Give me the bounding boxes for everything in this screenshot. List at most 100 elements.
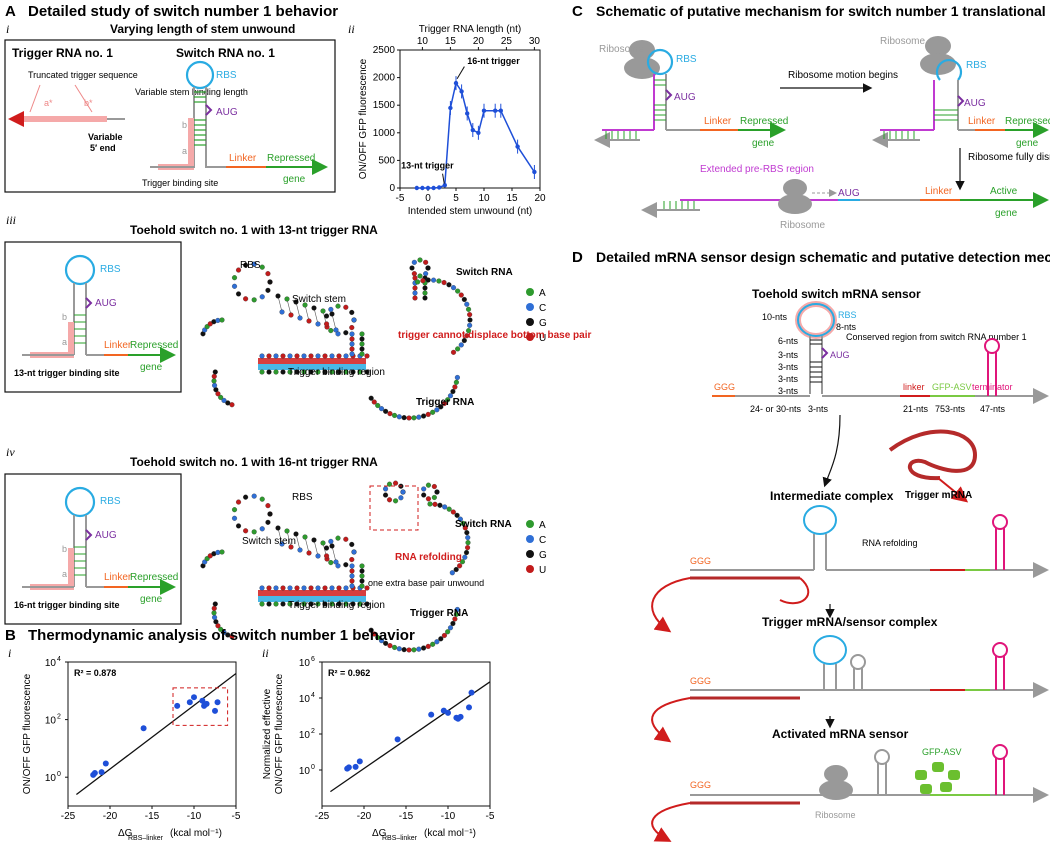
d-3nts-4: 3-nts (778, 386, 799, 396)
y-tick-label: 10 (45, 658, 57, 669)
annotation-16nt-arrow (456, 66, 465, 79)
legend-swatch (526, 333, 534, 341)
a-iii-b: b (62, 312, 67, 322)
nucleotide (287, 601, 293, 607)
data-point (453, 80, 459, 86)
nucleotide (211, 373, 217, 379)
d-arrow-1 (822, 414, 841, 488)
nucleotide (259, 526, 265, 532)
nucleotide (359, 341, 365, 347)
a-iv-linker: Linker (104, 572, 132, 583)
nucleotide (349, 351, 355, 357)
x-tick-label: -20 (103, 811, 118, 822)
nucleotide (212, 601, 218, 607)
base-pair (295, 533, 301, 551)
a-iii-switch-rna: Switch RNA (456, 267, 513, 278)
base-pair (277, 295, 283, 313)
a-iv-switch-schematic (22, 486, 176, 595)
nucleotide (422, 295, 428, 301)
x-tick-label: -15 (145, 811, 160, 822)
d-trigger-mrna: Trigger mRNA (905, 490, 972, 501)
nucleotide (212, 614, 218, 620)
series-line (416, 81, 536, 189)
data-point (214, 699, 221, 706)
fit-line (330, 681, 491, 793)
a-iv-aug: AUG (95, 530, 117, 541)
data-point (425, 185, 431, 191)
nucleotide (288, 312, 294, 318)
nucleotide (386, 481, 393, 487)
b-i-label: i (8, 646, 11, 660)
aug-bulge (205, 104, 213, 116)
a-i-label: i (6, 22, 9, 36)
c-aug-right: AUG (964, 98, 986, 109)
nucleotide (315, 585, 321, 591)
nucleotide (359, 568, 365, 574)
nucleotide (437, 502, 443, 508)
base-pair (277, 527, 283, 545)
d-sensor-title: Toehold switch mRNA sensor (752, 287, 921, 301)
nucleotide (211, 610, 217, 616)
data-point (91, 769, 98, 776)
nucleotide (315, 369, 321, 375)
nucleotide (308, 585, 314, 591)
legend-swatch (526, 535, 534, 543)
data-point (98, 769, 105, 776)
data-point (394, 736, 401, 743)
nucleotide (265, 287, 271, 293)
nucleotide (411, 271, 417, 277)
nucleotide (343, 536, 349, 542)
c-linker-right: Linker (968, 116, 996, 127)
nucleotide (459, 559, 466, 565)
nucleotide (287, 369, 293, 375)
data-point (448, 105, 453, 111)
a-i-trigger-title: Trigger RNA no. 1 (12, 46, 113, 60)
nucleotide (449, 570, 455, 576)
nucleotide (221, 629, 227, 636)
nucleotide (221, 397, 227, 404)
legend-label: U (539, 333, 546, 344)
nucleotide (343, 353, 349, 359)
a-iii-switch-stem: Switch stem (292, 294, 346, 305)
data-point (465, 111, 470, 116)
nucleotide (301, 601, 307, 607)
data-point (203, 700, 210, 707)
nucleotide (315, 601, 321, 607)
a-iv-switch-stem: Switch stem (242, 536, 296, 547)
nucleotide (266, 585, 272, 591)
nucleotide (421, 492, 427, 498)
nucleotide (311, 305, 317, 311)
nucleotide (297, 547, 303, 553)
top-tick-label: 10 (417, 36, 429, 47)
refolding-box (369, 485, 419, 531)
a-iv-switch-rna: Switch RNA (455, 519, 512, 530)
nucleotide (294, 585, 300, 591)
nucleotide (467, 317, 473, 323)
x-tick-label: -5 (486, 811, 495, 822)
nucleotide (284, 296, 290, 302)
nucleotide (349, 557, 355, 563)
nucleotide (359, 351, 365, 357)
nucleotide (349, 578, 355, 584)
nucleotide (460, 520, 466, 526)
nucleotide (322, 601, 328, 607)
nucleotide (425, 265, 431, 271)
nucleotide (259, 353, 265, 359)
d-3nts-3: 3-nts (778, 374, 799, 384)
nucleotide (359, 573, 365, 579)
base-pair (286, 530, 292, 548)
x-tick-label: -15 (399, 811, 414, 822)
plot-frame (399, 49, 541, 189)
nucleotide (336, 353, 342, 359)
a-iv-rbs: RBS (100, 496, 121, 507)
nucleotide (401, 647, 407, 653)
nucleotide (280, 369, 286, 375)
plot-frame (321, 661, 491, 807)
nucleotide (335, 563, 341, 569)
nucleotide (450, 388, 456, 395)
nucleotide (453, 566, 459, 573)
trigger-mrna-shape (888, 429, 978, 481)
nucleotide (406, 415, 412, 421)
